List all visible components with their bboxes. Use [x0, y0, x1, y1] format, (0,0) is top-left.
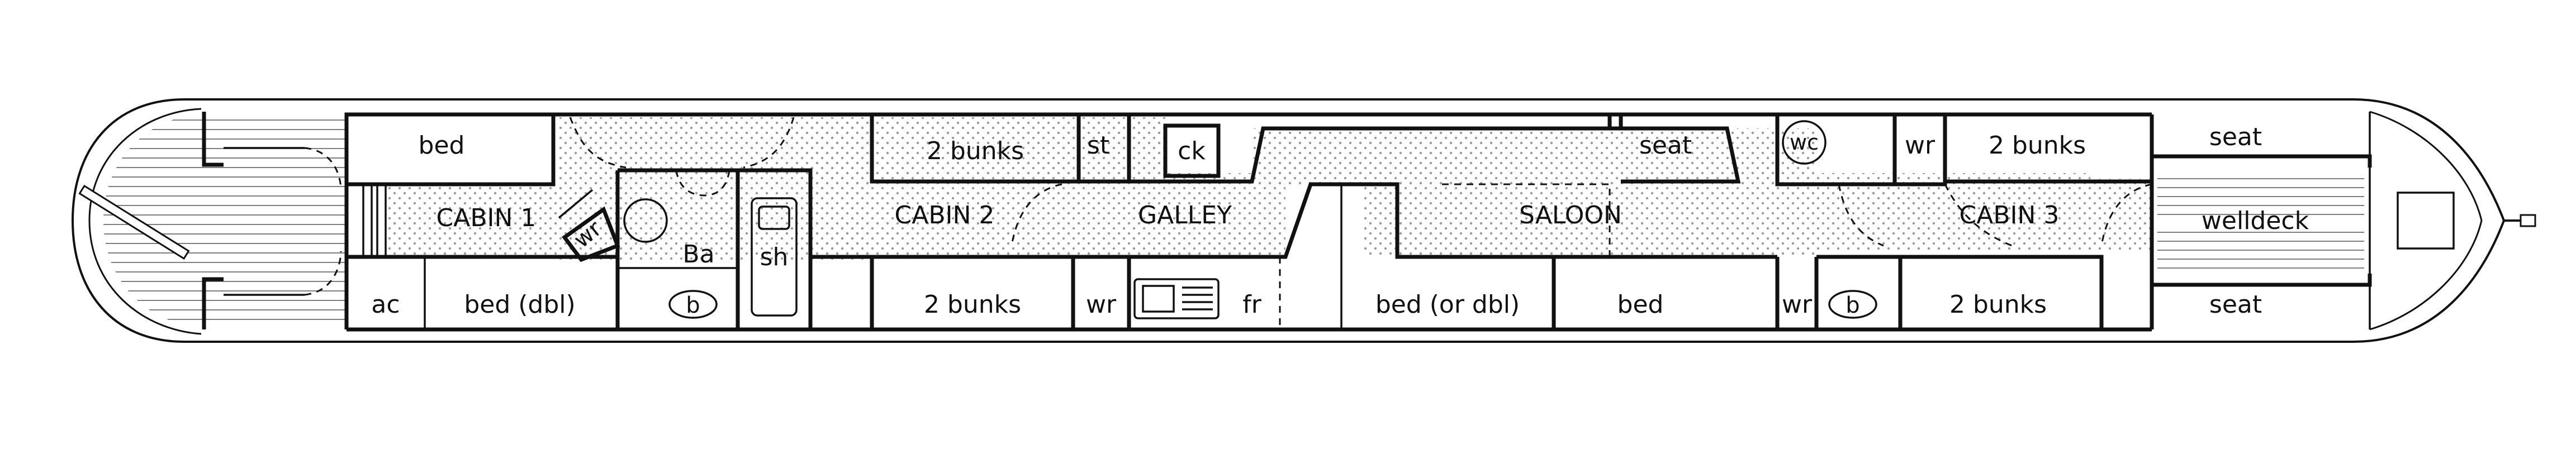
bunks-c3-bottom-label: 2 bunks	[1949, 290, 2047, 319]
bed-cabin1-label: bed	[419, 131, 465, 160]
tiller	[78, 184, 190, 260]
bunks-c2-bottom-label: 2 bunks	[924, 290, 1021, 319]
galley-label: GALLEY	[1138, 201, 1232, 230]
bunks-c2-top-label: 2 bunks	[927, 137, 1024, 165]
ac-label: ac	[371, 290, 400, 319]
basin-c3	[1828, 290, 1877, 319]
hull	[71, 98, 2536, 343]
cabin3-label: CABIN 3	[1960, 201, 2060, 230]
seat-saloon-label: seat	[1639, 131, 1692, 160]
wr-c2-label: wr	[1086, 290, 1117, 319]
bunks-c3-top-label: 2 bunks	[1989, 131, 2086, 160]
b-c3-label: b	[1846, 293, 1859, 318]
ba-label: Ba	[682, 240, 714, 269]
saloon-label: SALOON	[1519, 201, 1622, 230]
wr-bottom-c3-label: wr	[1782, 290, 1813, 319]
welldeck-label: welldeck	[2202, 207, 2309, 235]
sh-label: sh	[760, 243, 789, 271]
st-label: st	[1087, 131, 1109, 160]
bed-saloon-label: bed	[1617, 290, 1664, 319]
b-bath-label: b	[686, 293, 700, 318]
fr-label: fr	[1242, 290, 1261, 319]
seat-fwd-top-label: seat	[2209, 123, 2262, 151]
bed-dbl-label: bed (dbl)	[464, 290, 575, 319]
walkway	[386, 117, 2152, 262]
cabin-walls	[344, 112, 2455, 332]
wr-top-c3-label: wr	[1905, 131, 1935, 160]
cabin1-label: CABIN 1	[437, 204, 537, 232]
bed-or-dbl-label: bed (or dbl)	[1375, 290, 1520, 319]
seat-fwd-bottom-label: seat	[2209, 290, 2262, 319]
ck-label: ck	[1178, 137, 1206, 165]
wc-label: wc	[1790, 130, 1819, 155]
cabin2-label: CABIN 2	[895, 201, 995, 230]
bath-basin	[668, 290, 718, 319]
door-swings	[569, 117, 2152, 247]
